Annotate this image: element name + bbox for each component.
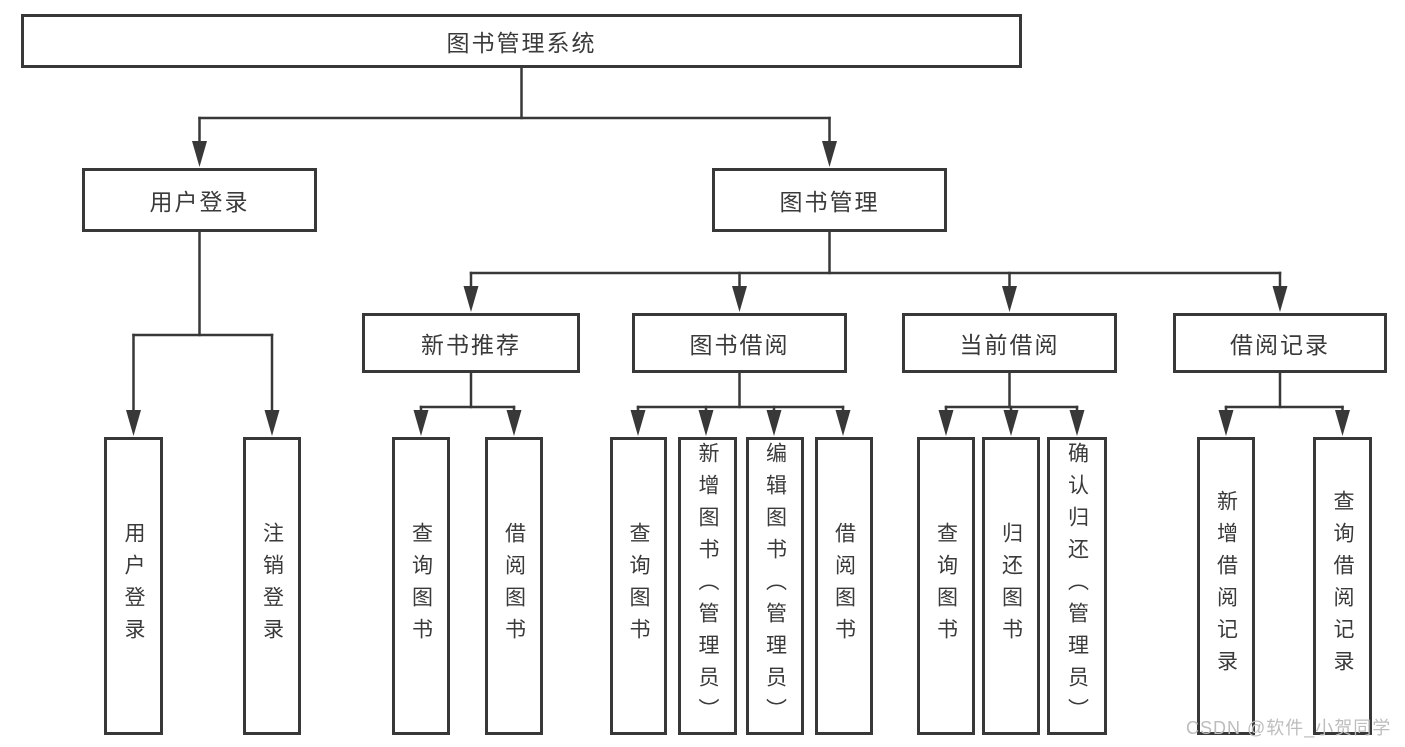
node-label: 注销登录 xyxy=(260,522,284,650)
leaf-rec-query-books: 查询图书 xyxy=(392,437,450,735)
node-book-management: 图书管理 xyxy=(712,168,947,232)
node-label: 用户登录 xyxy=(149,189,250,215)
leaf-current-return-books: 归还图书 xyxy=(982,437,1040,735)
node-label: 编辑图书（管理员） xyxy=(763,442,787,730)
leaf-borrow-query-books: 查询图书 xyxy=(610,437,667,735)
leaf-records-query-record: 查询借阅记录 xyxy=(1313,437,1372,735)
node-label: 新增借阅记录 xyxy=(1214,490,1238,682)
node-current-borrow: 当前借阅 xyxy=(902,313,1117,373)
node-label: 图书管理 xyxy=(779,189,880,215)
node-label: 图书借阅 xyxy=(689,332,790,358)
node-book-borrow: 图书借阅 xyxy=(632,313,847,373)
node-label: 查询图书 xyxy=(934,522,958,650)
node-label: 当前借阅 xyxy=(959,332,1060,358)
leaf-user-login: 用户登录 xyxy=(104,437,163,735)
node-label: 新书推荐 xyxy=(421,332,521,358)
node-label: 借阅图书 xyxy=(832,522,856,650)
leaf-records-add-record: 新增借阅记录 xyxy=(1197,437,1255,735)
node-label: 归还图书 xyxy=(999,522,1023,650)
node-user-login: 用户登录 xyxy=(82,168,317,232)
node-label: 确认归还（管理员） xyxy=(1065,442,1089,730)
node-label: 借阅图书 xyxy=(502,522,526,650)
node-label: 查询借阅记录 xyxy=(1331,490,1354,682)
leaf-borrow-borrow-books: 借阅图书 xyxy=(815,437,873,735)
node-label: 图书管理系统 xyxy=(446,30,597,56)
node-label: 查询图书 xyxy=(627,522,650,650)
leaf-borrow-add-books-admin: 新增图书（管理员） xyxy=(678,437,737,735)
node-label: 借阅记录 xyxy=(1230,332,1330,358)
leaf-logout: 注销登录 xyxy=(243,437,301,735)
csdn-watermark: CSDN @软件_小贺同学 xyxy=(1186,718,1392,738)
node-new-book-recommend: 新书推荐 xyxy=(362,313,580,373)
leaf-current-query-books: 查询图书 xyxy=(917,437,975,735)
node-label: 用户登录 xyxy=(122,522,145,650)
leaf-current-confirm-return-admin: 确认归还（管理员） xyxy=(1047,437,1107,735)
node-library-management-system: 图书管理系统 xyxy=(21,14,1022,68)
leaf-borrow-edit-books-admin: 编辑图书（管理员） xyxy=(746,437,804,735)
node-label: 新增图书（管理员） xyxy=(696,442,719,730)
node-borrow-records: 借阅记录 xyxy=(1173,313,1387,373)
node-label: 查询图书 xyxy=(409,522,433,650)
leaf-rec-borrow-books: 借阅图书 xyxy=(485,437,543,735)
